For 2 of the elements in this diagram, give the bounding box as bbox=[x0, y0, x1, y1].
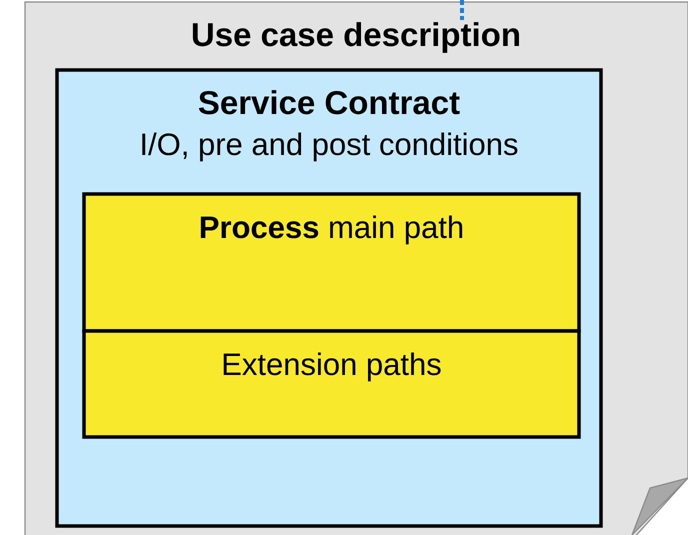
extension-box: Extension paths bbox=[82, 329, 581, 439]
process-box: Process main path bbox=[82, 192, 581, 333]
